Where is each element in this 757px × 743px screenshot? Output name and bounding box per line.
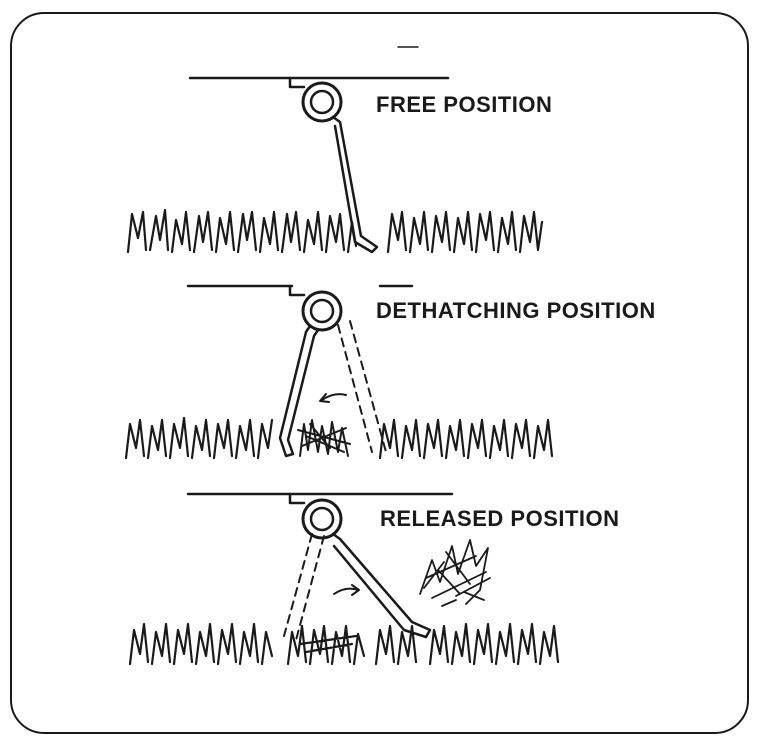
coil-spring-outer (301, 290, 343, 332)
spring-bracket (288, 76, 306, 89)
grass-left (124, 416, 274, 460)
grass-middle (286, 624, 366, 666)
free-position-label: FREE POSITION (376, 92, 553, 117)
tine (278, 324, 320, 458)
grass-right (378, 418, 554, 460)
spring-bracket (288, 284, 306, 297)
motion-arrow-head (319, 393, 330, 403)
motion-arrow-head (351, 584, 360, 596)
coil-spring-inner (309, 89, 335, 115)
dethatching-position-label: DETHATCHING POSITION (376, 298, 656, 323)
grass-left (128, 622, 274, 666)
coil-spring-outer (301, 498, 343, 540)
free-position-figure (126, 76, 544, 254)
coil-spring-outer (301, 81, 343, 123)
motion-arrow (333, 587, 359, 595)
grass-left (126, 208, 358, 254)
coil-spring-inner (309, 298, 335, 324)
flying-thatch (419, 539, 491, 607)
tine (331, 532, 432, 639)
grass-right (386, 210, 544, 254)
tine (331, 115, 379, 254)
diagram-frame (10, 12, 749, 734)
coil-spring-inner (309, 506, 335, 532)
tine-dethatch-ghost (283, 533, 325, 641)
released-position-figure (128, 492, 560, 666)
spring-bracket (288, 492, 306, 505)
tine-free-ghost (337, 320, 387, 453)
thatch-clump (297, 419, 351, 457)
released-position-label: RELEASED POSITION (380, 506, 620, 531)
motion-arrow (321, 393, 347, 401)
dethatching-position-figure (124, 284, 554, 460)
grass-right (374, 622, 560, 666)
